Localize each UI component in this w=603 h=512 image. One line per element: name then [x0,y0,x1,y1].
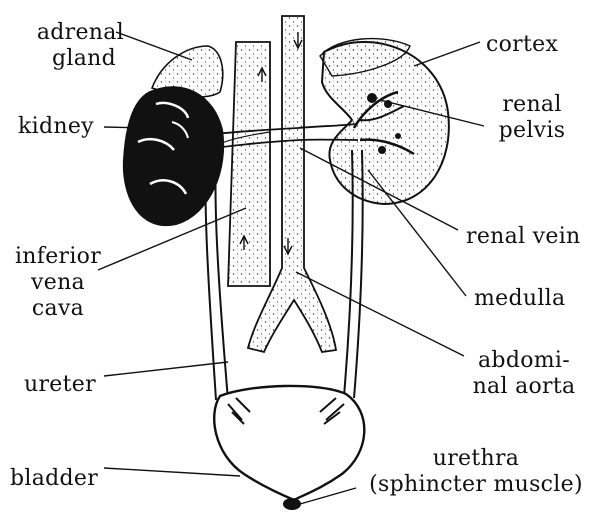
label-abdominal-aorta: abdomi- nal aorta [462,348,586,400]
label-bladder: bladder [10,466,98,492]
label-adrenal-gland-line2: gland [6,46,124,72]
leader-bladder [104,468,240,476]
label-urethra-line2: (sphincter muscle) [356,472,596,498]
label-urethra-line1: urethra [356,446,596,472]
label-medulla: medulla [474,286,565,312]
label-abdominal-aorta-line2: nal aorta [462,374,586,400]
label-inferior-vena-cava-line2: vena [12,270,104,296]
label-renal-pelvis-line2: pelvis [484,118,580,144]
left-kidney [322,42,449,204]
right-kidney [124,87,223,225]
label-abdominal-aorta-line1: abdomi- [462,348,586,374]
label-renal-pelvis-line1: renal [484,92,580,118]
label-kidney: kidney [18,114,94,140]
label-ureter: ureter [24,372,96,398]
leader-adrenal-gland [116,32,192,60]
label-adrenal-gland: adrenal gland [6,20,124,72]
label-inferior-vena-cava-line3: cava [12,296,104,322]
label-renal-pelvis: renal pelvis [484,92,580,144]
label-adrenal-gland-line1: adrenal [6,20,124,46]
label-urethra: urethra (sphincter muscle) [356,446,596,498]
label-inferior-vena-cava-line1: inferior [12,244,104,270]
label-renal-vein: renal vein [466,224,581,250]
label-cortex: cortex [486,32,558,58]
leader-cortex [414,42,480,66]
label-inferior-vena-cava: inferior vena cava [12,244,104,322]
leader-ureter [104,362,228,376]
inferior-vena-cava-vessel [228,42,270,286]
leader-kidney [104,127,150,128]
